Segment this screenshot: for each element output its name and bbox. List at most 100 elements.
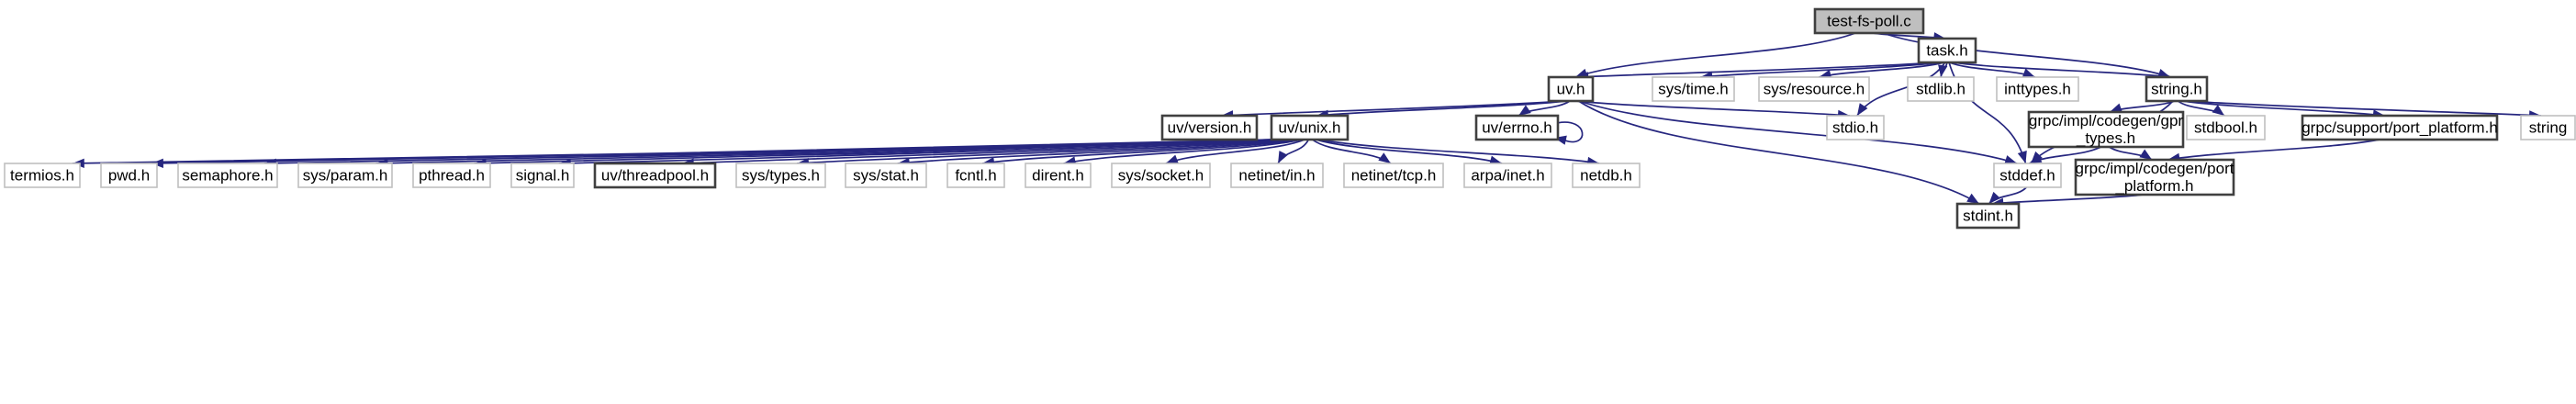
node-label: grpc/impl/codegen/gpr_types.h: [2029, 112, 2184, 147]
graph-node-string-h[interactable]: string.h: [2145, 75, 2209, 103]
node-box[interactable]: [1907, 76, 1975, 102]
graph-node-uv-unix-h[interactable]: uv/unix.h: [1270, 114, 1350, 141]
edge-arrowhead: [1938, 64, 1948, 77]
graph-node-inttypes-h[interactable]: inttypes.h: [1996, 76, 2079, 102]
node-box[interactable]: [2074, 158, 2235, 196]
edge: [1277, 139, 1310, 164]
node-box[interactable]: [1230, 163, 1324, 188]
node-box[interactable]: [1955, 202, 2021, 230]
edge-path: [1991, 194, 2145, 205]
node-box[interactable]: [2520, 115, 2576, 140]
graph-node-netinet-in-h[interactable]: netinet/in.h: [1230, 163, 1324, 188]
node-label: sys/socket.h: [1118, 166, 1204, 184]
edge-path: [1577, 100, 1980, 205]
graph-node-stddef-h[interactable]: stddef.h: [1993, 163, 2062, 188]
node-label: sys/param.h: [303, 166, 388, 184]
node-box[interactable]: [1343, 163, 1444, 188]
graph-node-sys-resource-h[interactable]: sys/resource.h: [1758, 76, 1870, 102]
graph-node-uv-version-h[interactable]: uv/version.h: [1160, 114, 1259, 141]
node-label: semaphore.h: [182, 166, 273, 184]
graph-node-netinet-tcp-h[interactable]: netinet/tcp.h: [1343, 163, 1444, 188]
graph-node-grpc-support-port-platform-h[interactable]: grpc/support/port_platform.h: [2301, 114, 2499, 141]
graph-node-uv-h[interactable]: uv.h: [1547, 75, 1595, 103]
graph-node-string[interactable]: string: [2520, 115, 2576, 140]
edge: [1577, 100, 1980, 205]
graph-node-sys-types-h[interactable]: sys/types.h: [735, 163, 826, 188]
node-box[interactable]: [510, 163, 575, 188]
node-box[interactable]: [1996, 76, 2079, 102]
edge-arrowhead: [1165, 154, 1179, 164]
node-box[interactable]: [1270, 114, 1350, 141]
node-box[interactable]: [297, 163, 393, 188]
edge-path: [1949, 62, 2036, 78]
graph-node-test-fs-poll-c[interactable]: test-fs-poll.c: [1813, 7, 1925, 35]
node-label: uv/unix.h: [1278, 118, 1340, 136]
node-box[interactable]: [1547, 75, 1595, 103]
node-box[interactable]: [1758, 76, 1870, 102]
edge-path: [2186, 100, 2542, 117]
node-box[interactable]: [593, 162, 717, 189]
graph-node-netdb-h[interactable]: netdb.h: [1572, 163, 1641, 188]
node-box[interactable]: [412, 163, 491, 188]
node-box[interactable]: [2186, 115, 2266, 140]
node-box[interactable]: [1160, 114, 1259, 141]
edge-arrowhead: [1988, 191, 2001, 204]
graph-node-stdio-h[interactable]: stdio.h: [1826, 115, 1885, 140]
graph-node-stdlib-h[interactable]: stdlib.h: [1907, 76, 1975, 102]
node-box[interactable]: [1813, 7, 1925, 35]
node-box[interactable]: [2301, 114, 2499, 141]
graph-node-semaphore-h[interactable]: semaphore.h: [177, 163, 278, 188]
node-box[interactable]: [4, 163, 81, 188]
edge-arrowhead: [1966, 193, 1979, 204]
graph-node-termios-h[interactable]: termios.h: [4, 163, 81, 188]
graph-node-stdbool-h[interactable]: stdbool.h: [2186, 115, 2266, 140]
edge-path: [1316, 100, 1566, 117]
graph-node-pwd-h[interactable]: pwd.h: [100, 163, 158, 188]
node-box[interactable]: [2145, 75, 2209, 103]
node-box[interactable]: [946, 163, 1005, 188]
node-label: signal.h: [516, 166, 570, 184]
graph-node-sys-stat-h[interactable]: sys/stat.h: [845, 163, 927, 188]
node-box[interactable]: [1826, 115, 1885, 140]
node-label: sys/stat.h: [853, 166, 919, 184]
graph-node-uv-threadpool-h[interactable]: uv/threadpool.h: [593, 162, 717, 189]
graph-node-sys-time-h[interactable]: sys/time.h: [1652, 76, 1735, 102]
graph-node-fcntl-h[interactable]: fcntl.h: [946, 163, 1005, 188]
node-box[interactable]: [1111, 163, 1211, 188]
node-box[interactable]: [1993, 163, 2062, 188]
graph-node-uv-errno-h[interactable]: uv/errno.h: [1474, 114, 1560, 141]
node-box[interactable]: [845, 163, 927, 188]
graph-node-task-h[interactable]: task.h: [1917, 37, 1977, 64]
node-box[interactable]: [735, 163, 826, 188]
node-box[interactable]: [1463, 163, 1552, 188]
node-box[interactable]: [1025, 163, 1092, 188]
edge: [1856, 62, 1946, 117]
graph-node-signal-h[interactable]: signal.h: [510, 163, 575, 188]
graph-node-pthread-h[interactable]: pthread.h: [412, 163, 491, 188]
node-box[interactable]: [2027, 110, 2185, 149]
edge-arrowhead: [1278, 151, 1288, 163]
graph-node-dirent-h[interactable]: dirent.h: [1025, 163, 1092, 188]
edge-path: [1557, 121, 1584, 143]
node-box[interactable]: [177, 163, 278, 188]
edge-arrowhead: [2017, 151, 2027, 163]
graph-node-stdint-h[interactable]: stdint.h: [1955, 202, 2021, 230]
node-box[interactable]: [1652, 76, 1735, 102]
edge-arrowhead: [1489, 155, 1503, 165]
edge-arrowhead: [2029, 153, 2043, 163]
edge-path: [1700, 62, 1942, 78]
edge: [1311, 139, 1392, 164]
edge-path: [981, 139, 1300, 164]
graph-node-sys-param-h[interactable]: sys/param.h: [297, 163, 393, 188]
edge-path: [558, 139, 1285, 164]
node-box[interactable]: [1474, 114, 1560, 141]
node-box[interactable]: [100, 163, 158, 188]
graph-node-grpc-impl-codegen-port-platform-h[interactable]: grpc/impl/codegen/port_platform.h: [2074, 158, 2235, 196]
graph-node-sys-socket-h[interactable]: sys/socket.h: [1111, 163, 1211, 188]
node-box[interactable]: [1917, 37, 1977, 64]
graph-node-grpc-impl-codegen-gpr-types-h[interactable]: grpc/impl/codegen/gpr_types.h: [2027, 110, 2185, 149]
edge-path: [1318, 139, 1600, 164]
node-box[interactable]: [1572, 163, 1641, 188]
graph-node-arpa-inet-h[interactable]: arpa/inet.h: [1463, 163, 1552, 188]
